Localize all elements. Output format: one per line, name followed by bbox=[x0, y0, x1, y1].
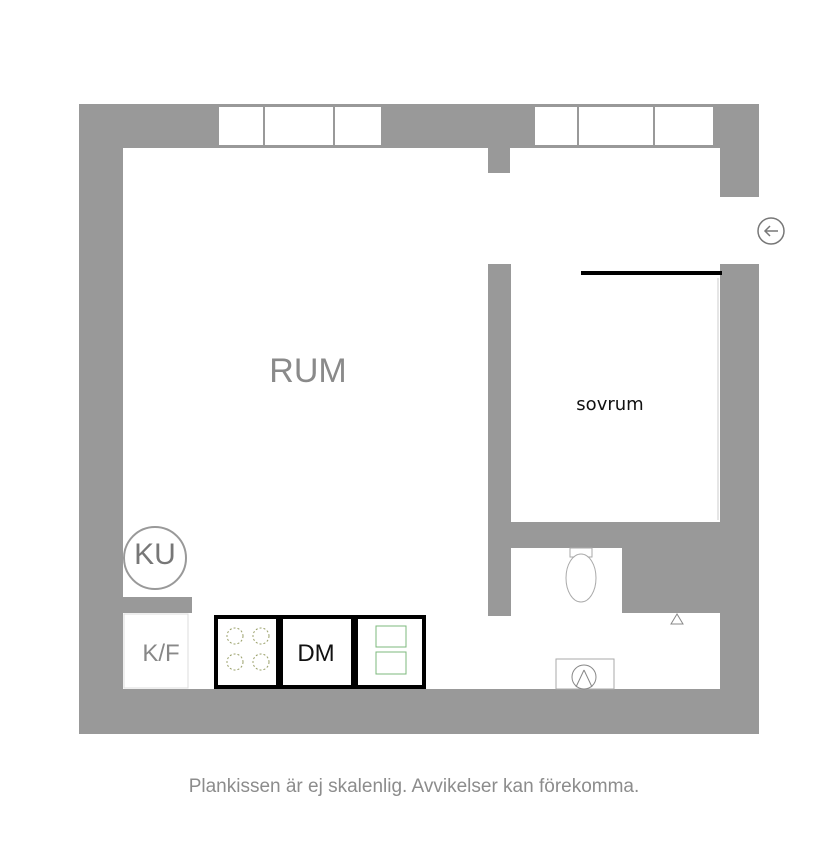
interior-walls bbox=[123, 148, 720, 616]
drain-icon bbox=[670, 613, 684, 625]
dishwasher-outline bbox=[279, 615, 355, 689]
toilet-icon bbox=[565, 547, 597, 603]
disclaimer-caption: Plankissen är ej skalenlig. Avvikelser k… bbox=[188, 776, 640, 797]
arrow-left-circle-icon bbox=[757, 217, 785, 245]
room-label-sovrum: sovrum bbox=[576, 394, 644, 415]
exterior-walls bbox=[79, 104, 759, 734]
fridge-outline bbox=[123, 613, 189, 689]
washbasin-icon bbox=[555, 658, 615, 690]
sink-icon bbox=[354, 615, 426, 689]
stove-icon bbox=[214, 615, 280, 689]
closet-label: KU bbox=[134, 538, 176, 571]
window-right bbox=[533, 105, 715, 147]
closet-circle bbox=[123, 526, 187, 590]
window-left bbox=[217, 105, 383, 147]
dishwasher-label: DM bbox=[297, 640, 335, 667]
fridge-label: K/F bbox=[142, 640, 180, 667]
room-label-rum: RUM bbox=[269, 352, 347, 390]
